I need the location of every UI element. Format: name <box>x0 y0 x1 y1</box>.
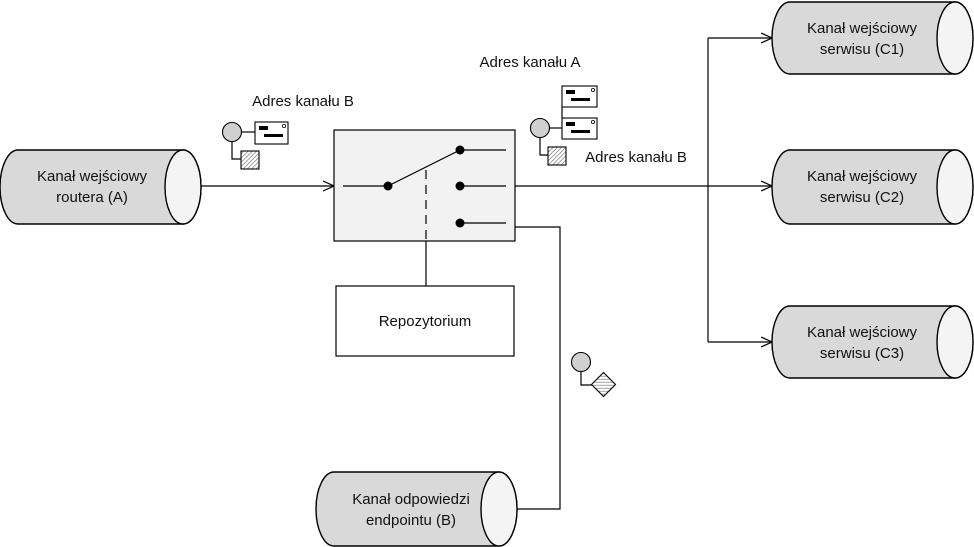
repository-label: Repozytorium <box>379 313 472 330</box>
service-c3-line1: Kanał wejściowy <box>807 324 918 341</box>
endpoint-reply-channel: Kanał odpowiedzi endpointu (B) <box>315 471 518 547</box>
message-reply-circle-icon <box>570 351 592 373</box>
message-left: Adres kanału B <box>221 93 354 170</box>
router-input-line1: Kanał wejściowy <box>37 168 148 185</box>
repository: Repozytorium <box>335 285 515 357</box>
service-c3-line2: serwisu (C3) <box>820 345 904 362</box>
message-left-envelope-icon <box>254 121 289 145</box>
address-a-right-label: Adres kanału A <box>480 54 581 71</box>
message-right: Adres kanału A Adres kanału B <box>480 54 687 166</box>
message-right-envelope-bottom-icon <box>561 117 598 140</box>
switch-lever <box>387 149 461 187</box>
edge-to-endpoint <box>500 226 561 509</box>
address-b-left-label: Adres kanału B <box>252 93 354 110</box>
message-right-circle-icon <box>529 117 551 139</box>
connections <box>183 38 772 509</box>
service-channel-c2: Kanał wejściowy serwisu (C2) <box>771 149 974 225</box>
address-b-right-label: Adres kanału B <box>585 149 687 166</box>
endpoint-reply-line1: Kanał odpowiedzi <box>352 491 470 508</box>
endpoint-reply-line2: endpointu (B) <box>366 512 456 529</box>
message-reply-hatched-diamond-icon <box>590 371 617 398</box>
service-c1-line2: serwisu (C1) <box>820 41 904 58</box>
message-right-hatched-icon <box>547 146 567 166</box>
router-input-channel: Kanał wejściowy routera (A) <box>0 149 202 225</box>
service-c2-line2: serwisu (C2) <box>820 189 904 206</box>
router-switch <box>333 129 516 242</box>
service-channel-c3: Kanał wejściowy serwisu (C3) <box>771 305 974 379</box>
service-c2-line1: Kanał wejściowy <box>807 168 918 185</box>
router-input-line2: routera (A) <box>56 189 128 206</box>
message-left-circle-icon <box>221 121 243 143</box>
service-c1-line1: Kanał wejściowy <box>807 20 918 37</box>
service-channel-c1: Kanał wejściowy serwisu (C1) <box>771 1 974 75</box>
message-reply <box>570 351 617 398</box>
message-left-hatched-icon <box>240 150 260 170</box>
message-right-envelope-top-icon <box>561 85 598 108</box>
